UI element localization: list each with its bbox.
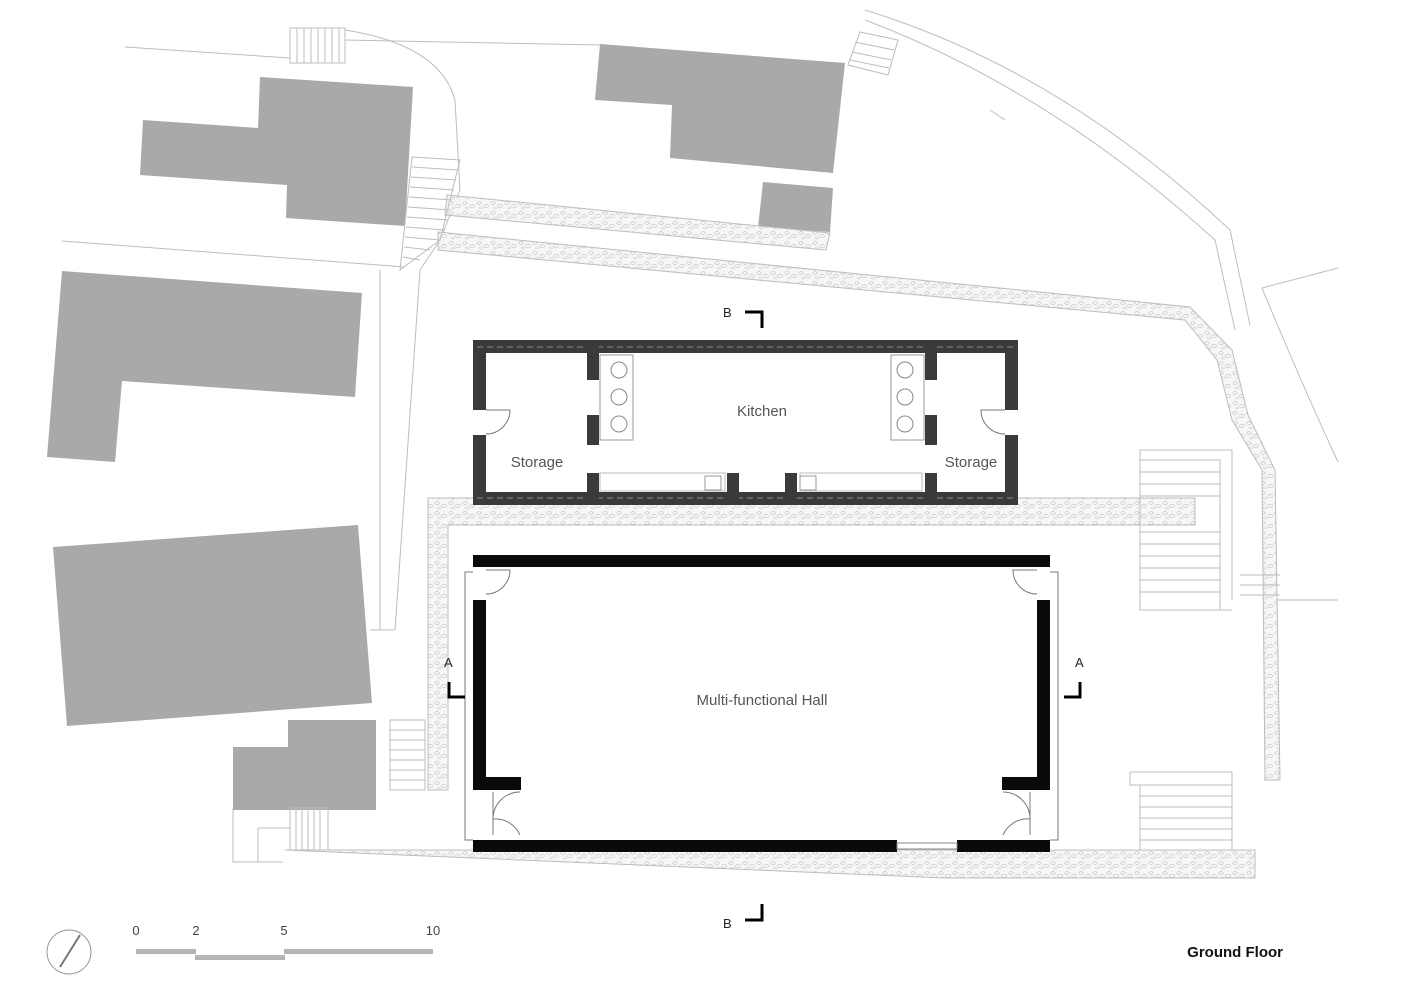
- scale-tick-2: 2: [192, 923, 199, 938]
- building-w-upper: [47, 271, 362, 462]
- stair-west: [399, 156, 461, 272]
- room-label-storage-right: Storage: [945, 454, 998, 471]
- drawing-title: Ground Floor: [1187, 944, 1283, 961]
- scale-bar: 0 2 5 10: [132, 923, 440, 960]
- hall-building: [464, 555, 1059, 852]
- stair-southwest: [389, 719, 426, 791]
- stair-east-lower: [1139, 784, 1233, 851]
- building-sw: [233, 720, 376, 810]
- gravel-paths: [284, 194, 1281, 879]
- section-label-b-top: B: [723, 305, 732, 320]
- scale-tick-10: 10: [426, 923, 440, 938]
- kitchen-building: [473, 340, 1018, 505]
- site-lines: [61, 9, 1339, 863]
- sinks-right: [890, 354, 925, 441]
- room-labels: Kitchen Storage Storage Multi-functional…: [511, 403, 998, 709]
- stair-top-right: [847, 31, 899, 76]
- room-label-kitchen: Kitchen: [737, 403, 787, 420]
- section-markers: B B A A: [444, 305, 1084, 931]
- section-label-a-left: A: [444, 655, 453, 670]
- neighbour-buildings: [47, 44, 845, 810]
- stair-south-small: [289, 807, 329, 851]
- north-arrow-icon: [46, 929, 92, 975]
- scale-tick-5: 5: [280, 923, 287, 938]
- section-label-a-right: A: [1075, 655, 1084, 670]
- building-nw: [140, 77, 413, 226]
- building-n-small: [758, 182, 833, 232]
- room-label-hall: Multi-functional Hall: [697, 692, 828, 709]
- building-n: [595, 44, 845, 173]
- stair-east-path: [1240, 574, 1280, 596]
- scale-tick-0: 0: [132, 923, 139, 938]
- kitchen-doors: [485, 409, 1006, 435]
- sinks-left: [599, 354, 634, 441]
- hall-doors: [464, 569, 1059, 841]
- room-label-storage-left: Storage: [511, 454, 564, 471]
- stair-east-upper: [1139, 459, 1221, 611]
- building-w-lower: [53, 525, 372, 726]
- stair-top-left: [289, 27, 346, 64]
- section-label-b-bottom: B: [723, 916, 732, 931]
- site-stairs: [289, 27, 1280, 851]
